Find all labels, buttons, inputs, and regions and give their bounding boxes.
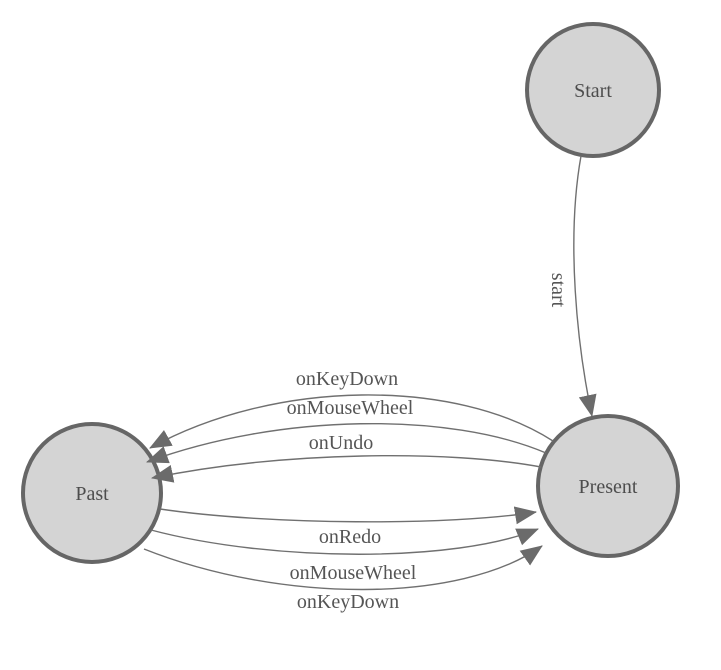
edge-label-onmousewheel-bottom: onMouseWheel <box>290 562 417 584</box>
edge-label-onkeydown-top: onKeyDown <box>296 368 398 390</box>
node-present-label: Present <box>579 476 638 498</box>
edge-label-onredo: onRedo <box>319 526 381 548</box>
node-start-circle[interactable] <box>525 22 661 158</box>
node-start-label: Start <box>574 80 612 102</box>
node-present[interactable]: Present <box>536 414 680 558</box>
edge-start-to-present[interactable] <box>573 155 597 417</box>
edge-past-to-present-onkeydown[interactable] <box>143 545 543 591</box>
edge-past-to-present-onredo[interactable] <box>159 506 537 525</box>
edge-present-to-past-onundo[interactable] <box>151 455 542 483</box>
edge-label-onundo: onUndo <box>309 432 373 454</box>
edge-past-to-present-onmousewheel[interactable] <box>150 528 539 555</box>
node-past-circle[interactable] <box>21 422 163 564</box>
edge-label-onmousewheel-top: onMouseWheel <box>287 397 414 419</box>
node-past-label: Past <box>75 483 109 505</box>
edge-present-to-past-onkeydown[interactable] <box>149 394 554 449</box>
node-past[interactable]: Past <box>21 422 163 564</box>
edge-label-onkeydown-bottom: onKeyDown <box>297 591 399 613</box>
edge-label-start: start <box>547 273 569 308</box>
node-present-circle[interactable] <box>536 414 680 558</box>
edge-present-to-past-onmousewheel[interactable] <box>146 422 547 464</box>
node-start[interactable]: Start <box>525 22 661 158</box>
